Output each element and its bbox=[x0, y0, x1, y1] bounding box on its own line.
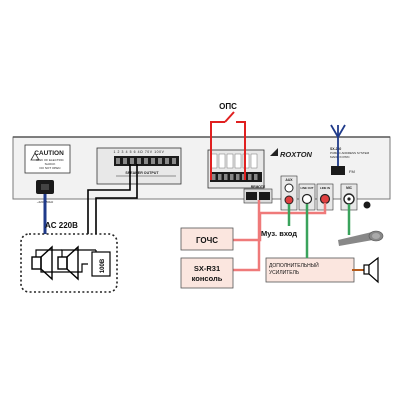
alarm-wire-right bbox=[236, 121, 246, 180]
console-box bbox=[180, 257, 234, 289]
remote-label: REMOTE bbox=[251, 185, 266, 189]
aux-rca-white[interactable] bbox=[284, 183, 294, 193]
remote-port-1[interactable] bbox=[246, 192, 257, 200]
mic-label: MIC bbox=[346, 186, 353, 190]
model-line2: PUBLIC ADDRESS SYSTEM bbox=[330, 151, 370, 155]
mic-jack-center bbox=[347, 197, 351, 201]
speaker-output-label: SPEAKER OUTPUT bbox=[125, 171, 159, 175]
speaker-internal-wire bbox=[35, 249, 62, 257]
terminal-numbers: 1 2 3 4 5 6 4Ω 70V 100V bbox=[113, 150, 164, 154]
line-transformer bbox=[91, 251, 111, 277]
caution-title: CAUTION bbox=[34, 150, 64, 157]
ops-label: ОПС bbox=[219, 102, 237, 111]
model-line3: MADE IN PRC bbox=[330, 155, 351, 159]
microphone-icon bbox=[338, 230, 384, 246]
terminal-screw[interactable] bbox=[137, 158, 141, 164]
gochs-box bbox=[180, 227, 234, 251]
alarm-switch-contact bbox=[224, 111, 235, 123]
brand-name: ROXTON bbox=[280, 150, 313, 159]
extra-loudspeaker-icon bbox=[363, 256, 379, 284]
console-wire bbox=[232, 200, 261, 272]
caution-label bbox=[24, 144, 71, 174]
speaker-wire-a bbox=[87, 164, 131, 264]
extra-amplifier-box bbox=[265, 257, 355, 283]
speaker-wire-b bbox=[95, 164, 138, 250]
alarm-terminal-screws bbox=[212, 174, 258, 180]
alarm-wire-left bbox=[210, 121, 225, 180]
aux-label: AUX bbox=[285, 178, 293, 182]
terminal-screw[interactable] bbox=[116, 158, 120, 164]
gochs-label: ГОЧС bbox=[196, 236, 218, 245]
caution-line2: SHOCK bbox=[45, 162, 56, 166]
roxton-logo-icon bbox=[270, 148, 278, 156]
terminal-screw[interactable] bbox=[144, 158, 148, 164]
fm-connector[interactable] bbox=[331, 166, 345, 175]
line-in-label: LINE IN bbox=[320, 186, 330, 190]
caution-line1: RISK OF ELECTRIC bbox=[36, 158, 65, 162]
aux-rca-red[interactable] bbox=[284, 195, 294, 205]
terminal-screw[interactable] bbox=[158, 158, 162, 164]
terminal-screw[interactable] bbox=[165, 158, 169, 164]
terminal-screw[interactable] bbox=[130, 158, 134, 164]
line-out-rca[interactable] bbox=[301, 193, 313, 205]
terminal-screw[interactable] bbox=[123, 158, 127, 164]
caution-line3: DO NOT OPEN bbox=[40, 166, 61, 170]
remote-port-2[interactable] bbox=[259, 192, 270, 200]
extra-amp-label-line2: УСИЛИТЕЛЬ bbox=[269, 270, 300, 276]
speaker-internal-wire bbox=[40, 269, 67, 273]
gochs-wire bbox=[232, 203, 327, 242]
terminal-screw[interactable] bbox=[151, 158, 155, 164]
model-line1: SX-240 bbox=[330, 147, 341, 151]
line-in-rca[interactable] bbox=[319, 193, 331, 205]
speaker-internal-wire bbox=[67, 263, 88, 273]
console-label-line1: SX-R31 bbox=[194, 264, 220, 273]
terminal-screw[interactable] bbox=[172, 158, 176, 164]
speaker-group-box bbox=[20, 233, 118, 293]
extra-amp-label-line1: ДОПОЛНИТЕЛЬНЫЙ bbox=[269, 261, 319, 269]
speaker-terminal-strip bbox=[114, 156, 179, 166]
line-out-label: LINE OUT bbox=[300, 186, 313, 190]
music-input-label: Муз. вход bbox=[261, 229, 297, 238]
speaker-100v-label: 100В bbox=[100, 258, 106, 273]
ac-label: AC 220В bbox=[45, 221, 78, 230]
power-inlet-pins bbox=[41, 184, 49, 190]
warning-triangle-icon bbox=[30, 152, 40, 161]
fm-antenna-icon bbox=[330, 124, 346, 166]
console-label-line2: консоль bbox=[192, 274, 223, 283]
fm-label: FM bbox=[349, 169, 355, 174]
ground-terminal-icon bbox=[363, 201, 371, 209]
